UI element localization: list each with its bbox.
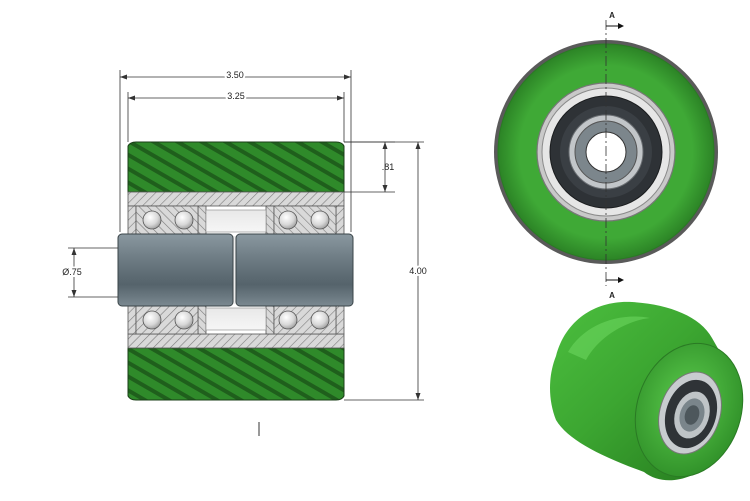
bearing-ball xyxy=(142,310,162,330)
dim-label-bore-diameter: Ø.75 xyxy=(62,267,82,277)
dimension-overall-diameter xyxy=(344,141,424,401)
section-label-bottom: A xyxy=(609,291,615,300)
shaft xyxy=(117,233,354,307)
dim-label-overall-width: 3.50 xyxy=(226,70,244,80)
dimension-overall-width xyxy=(119,70,352,232)
bearing-ball xyxy=(278,310,298,330)
iso-bore xyxy=(684,405,700,425)
dim-label-inner-width: 3.25 xyxy=(227,91,245,101)
bearing-ball xyxy=(310,310,330,330)
hub-section-top xyxy=(127,191,345,235)
hub-section-bottom xyxy=(127,305,345,349)
bearing-ball xyxy=(310,210,330,230)
bearing-ball xyxy=(278,210,298,230)
dim-label-overall-diameter: 4.00 xyxy=(409,266,427,276)
dimension-inner-width xyxy=(127,92,345,142)
tread-section-top xyxy=(127,141,345,193)
dim-label-tread-thickness: .81 xyxy=(382,162,395,172)
front-view xyxy=(494,20,718,286)
bearings-bottom xyxy=(135,305,337,335)
bearings-top xyxy=(135,205,337,235)
section-view xyxy=(117,141,354,401)
bearing-ball xyxy=(174,210,194,230)
isometric-view xyxy=(550,301,744,481)
section-label-top: A xyxy=(609,11,615,20)
bearing-ball xyxy=(142,210,162,230)
tread-section-bottom xyxy=(127,347,345,401)
bearing-ball xyxy=(174,310,194,330)
dimension-bore-diameter xyxy=(68,247,118,298)
